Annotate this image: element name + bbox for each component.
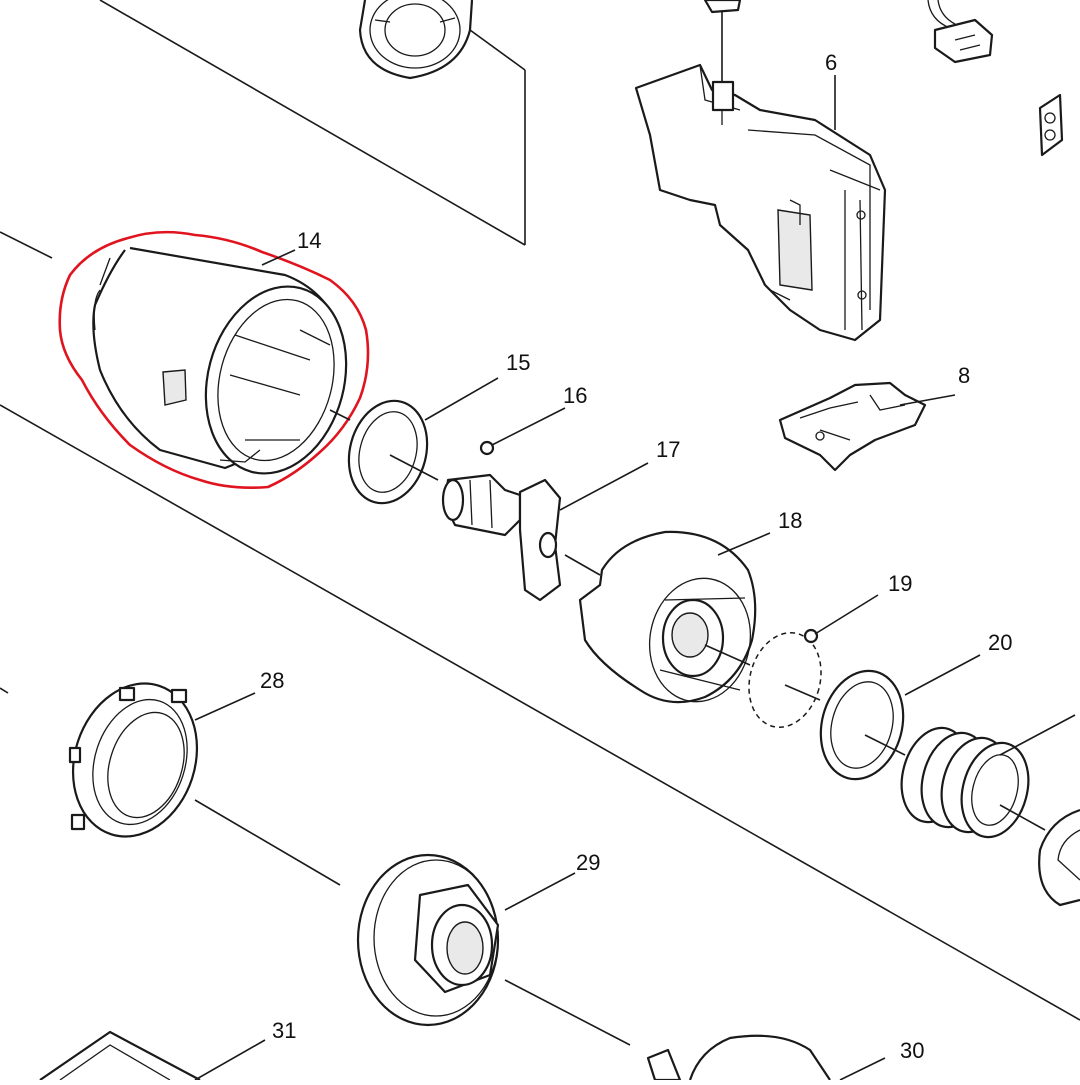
leader-15 xyxy=(424,377,499,421)
leader-16 xyxy=(491,407,566,446)
part-bracket-right xyxy=(1038,93,1064,157)
part-spring xyxy=(900,726,1030,839)
callout-29: 29 xyxy=(576,850,600,875)
callout-labels: 6 8 14 15 16 17 18 19 20 28 29 30 31 xyxy=(260,50,1012,1063)
part-connector xyxy=(927,0,994,64)
part-20-washer xyxy=(819,669,905,781)
leader-30 xyxy=(839,1057,886,1081)
part-right-partial xyxy=(1038,808,1080,907)
callout-14: 14 xyxy=(297,228,321,253)
leader-lines xyxy=(194,75,1076,1081)
callout-30: 30 xyxy=(900,1038,924,1063)
part-15-washer xyxy=(347,399,429,505)
guide-line-upper xyxy=(99,0,526,246)
callout-16: 16 xyxy=(563,383,587,408)
axis-lines xyxy=(194,409,1046,1046)
part-17-spindle xyxy=(441,473,562,602)
guide-line-stub xyxy=(0,687,9,694)
part-31-partial xyxy=(39,1030,201,1081)
guide-line-axis-left xyxy=(0,231,53,259)
callout-8: 8 xyxy=(958,363,970,388)
part-14-housing xyxy=(92,246,348,475)
callout-15: 15 xyxy=(506,350,530,375)
leader-31 xyxy=(194,1039,266,1081)
part-16-ball xyxy=(479,440,495,456)
housing-front-rim xyxy=(204,285,348,475)
part-plug-top xyxy=(703,0,742,14)
part-19-ball-ring xyxy=(748,628,822,728)
leader-8 xyxy=(899,394,956,406)
leader-14 xyxy=(261,249,296,266)
leader-18 xyxy=(717,532,771,556)
part-8-plate xyxy=(778,381,927,472)
callout-17: 17 xyxy=(656,437,680,462)
part-30-partial xyxy=(646,1034,831,1082)
part-29-cap xyxy=(356,853,500,1027)
switch-lever xyxy=(711,80,735,112)
callout-28: 28 xyxy=(260,668,284,693)
leader-20 xyxy=(904,654,981,696)
callout-19: 19 xyxy=(888,571,912,596)
leader-19 xyxy=(814,594,879,635)
guide-line-upper-join xyxy=(469,29,526,71)
part-top-ring xyxy=(358,0,474,80)
part-28-ring xyxy=(68,682,199,838)
part-18-hammer xyxy=(578,530,757,704)
leader-29 xyxy=(504,872,576,911)
callout-6: 6 xyxy=(825,50,837,75)
callout-31: 31 xyxy=(272,1018,296,1043)
part-6-trigger-switch xyxy=(634,63,887,342)
guide-line-separator xyxy=(0,404,1080,1021)
callout-20: 20 xyxy=(988,630,1012,655)
leader-spring xyxy=(999,714,1076,756)
leader-17 xyxy=(559,462,649,511)
leader-28 xyxy=(194,692,256,721)
callout-18: 18 xyxy=(778,508,802,533)
highlight-outline xyxy=(58,230,370,489)
